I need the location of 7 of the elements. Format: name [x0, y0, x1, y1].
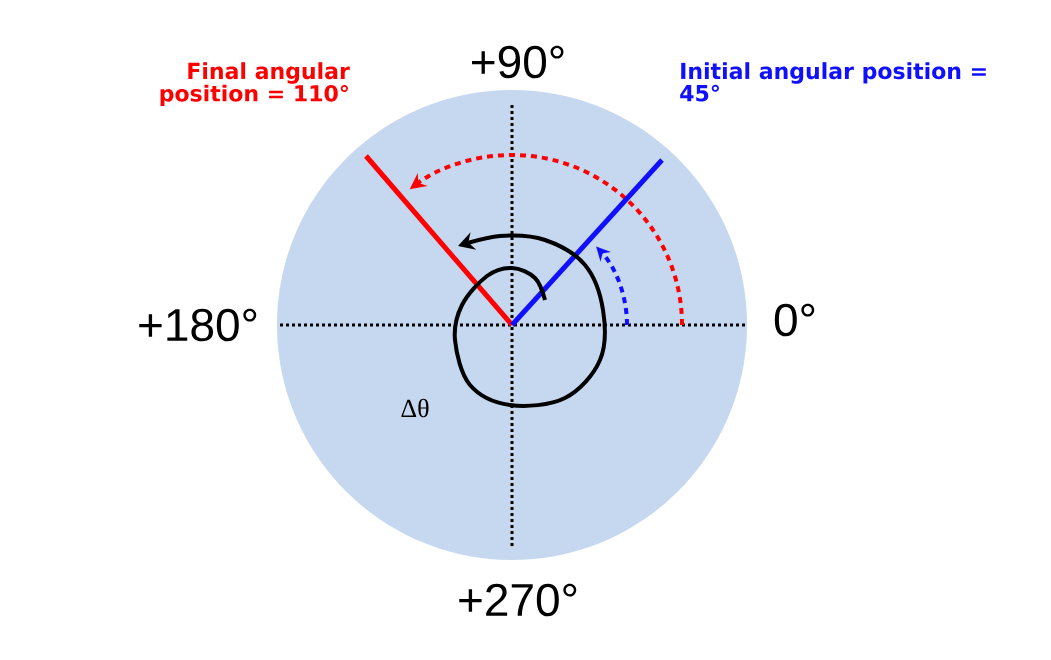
angle-label: +90° — [472, 45, 564, 79]
angle-label: +270° — [459, 583, 577, 617]
position-label: Final angular position = 110° — [160, 62, 350, 106]
angle-label: +180° — [139, 308, 257, 342]
angle-label: 0° — [774, 303, 815, 337]
position-label: Initial angular position = 45° — [680, 62, 986, 102]
angle-symbol: Δθ — [401, 398, 429, 418]
